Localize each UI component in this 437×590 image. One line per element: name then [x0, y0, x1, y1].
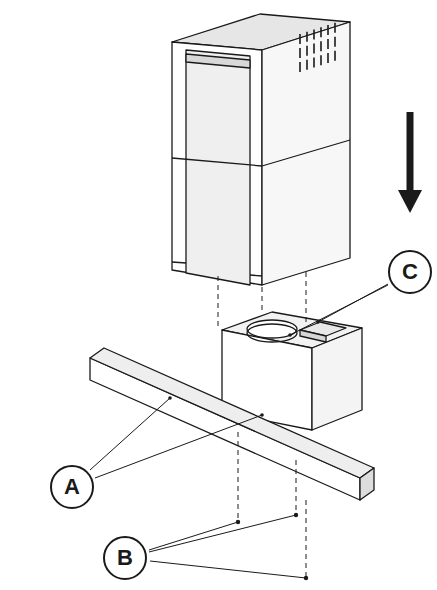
- mounting-bar-end: [360, 468, 374, 500]
- alignment-line: [238, 432, 239, 520]
- leader-dot: [260, 413, 264, 417]
- alignment-line: [218, 276, 219, 326]
- top-connector-side: [300, 330, 326, 342]
- vent-slot: [320, 27, 322, 37]
- alignment-line: [296, 460, 297, 513]
- callout-circle: C: [388, 250, 432, 294]
- vent-slot: [334, 51, 336, 61]
- alignment-line: [306, 272, 307, 326]
- leader-line: [149, 515, 296, 552]
- leader-line: [90, 398, 170, 470]
- vent-slots: [300, 23, 335, 72]
- chimney-edge: [250, 275, 262, 276]
- duct-outlet-rim: [247, 324, 297, 342]
- vent-slot: [313, 29, 315, 39]
- chimney-edge: [172, 262, 186, 263]
- alignment-line: [262, 287, 263, 312]
- callout-letter: B: [117, 547, 133, 569]
- callout-letter: A: [64, 476, 80, 498]
- leader-dot: [316, 320, 320, 324]
- vent-slot: [327, 53, 329, 63]
- vent-slot: [334, 23, 336, 33]
- leader-dot: [168, 396, 172, 400]
- chimney-seam: [172, 158, 262, 166]
- alignment-line: [306, 500, 307, 576]
- leader-line: [290, 285, 388, 335]
- leader-line: [95, 415, 262, 478]
- chimney-side-face: [262, 22, 350, 285]
- duct-outlet: [247, 320, 297, 338]
- vent-slot: [306, 46, 308, 56]
- vent-slot: [306, 32, 308, 42]
- mounting-bar-front: [90, 358, 360, 500]
- vent-slot: [320, 41, 322, 51]
- vent-slot: [327, 25, 329, 35]
- motor-box-side: [312, 328, 362, 430]
- callout-circle: A: [50, 465, 94, 509]
- direction-arrowhead: [398, 190, 422, 213]
- vent-slot: [306, 60, 308, 70]
- vent-slot: [320, 55, 322, 65]
- chimney-seam: [262, 140, 350, 166]
- vent-slot: [313, 57, 315, 67]
- direction-arrow: [407, 112, 414, 192]
- callout-circle: B: [103, 536, 147, 580]
- chimney-bracket: [186, 54, 250, 68]
- mounting-bar-top: [90, 348, 374, 478]
- vent-slot: [299, 34, 301, 44]
- vent-slot: [299, 48, 301, 58]
- vent-slot: [334, 37, 336, 47]
- callout-letter: C: [402, 261, 418, 283]
- vent-slot: [313, 43, 315, 53]
- chimney-front-face: [172, 42, 262, 285]
- leader-line: [150, 561, 306, 578]
- leader-dot: [288, 333, 292, 337]
- chimney-inner-channel: [186, 50, 250, 285]
- vent-slot: [327, 39, 329, 49]
- vent-slot: [299, 62, 301, 72]
- leader-line: [149, 522, 238, 550]
